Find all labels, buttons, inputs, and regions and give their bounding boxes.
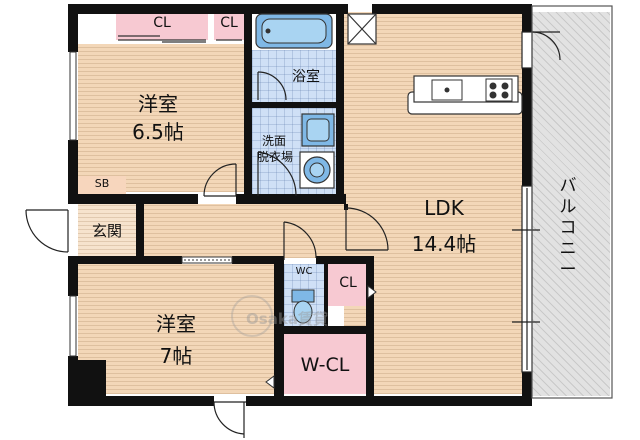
storage-x-icon (347, 13, 377, 45)
balcony (532, 12, 610, 396)
wall-hall-bottom-right (232, 256, 280, 264)
washroom-label-1: 洗面 (261, 134, 286, 148)
balcony-sliding-window (512, 185, 540, 373)
closet-3 (328, 264, 368, 306)
walk-in-closet-label: W-CL (300, 354, 350, 376)
balcony-label: バルコニー (559, 176, 577, 280)
shoe-box-label: SB (94, 177, 110, 190)
bottom-door (213, 401, 246, 438)
room2-sliding-door (181, 256, 233, 264)
wic-door (265, 375, 275, 389)
wall-hall-bottom-left (78, 256, 182, 264)
walk-in-closet (284, 334, 366, 394)
western-room-2-size: 7帖 (159, 344, 193, 368)
closet-1 (116, 12, 208, 40)
closet-3-label: CL (339, 275, 357, 291)
wall-room1-bottom (78, 194, 198, 204)
wall-bath-right (336, 4, 344, 204)
bathtub-icon (255, 13, 333, 49)
washbasin-icon (301, 113, 335, 147)
western-room-1-name: 洋室 (138, 92, 178, 116)
wall-wc-divider (284, 326, 368, 334)
entrance-floor (78, 204, 136, 258)
ldk-balcony-door (521, 31, 561, 69)
washroom-label-2: 脱衣場 (256, 150, 293, 164)
bathroom-floor (252, 50, 336, 102)
wall-hall-bottom-right-2 (316, 256, 372, 264)
wall-left-bottom (68, 356, 78, 406)
ldk-door (345, 207, 389, 251)
wall-corner-block (78, 360, 106, 400)
closet-2 (214, 12, 244, 40)
western-room-2-name: 洋室 (156, 312, 196, 336)
balcony-outline (531, 5, 613, 399)
bathroom-label: 浴室 (292, 69, 320, 85)
stove-burners-icon (485, 78, 513, 102)
left-windows (69, 51, 77, 357)
wall-right-upper (522, 4, 532, 32)
watermark-text: Osaka賃貸 (246, 310, 328, 328)
wall-wic-right (366, 256, 374, 396)
closet-2-label: CL (220, 15, 238, 31)
western-room-1-floor (78, 44, 244, 192)
shoe-box (78, 176, 126, 194)
toilet-icon (291, 289, 315, 324)
front-door (25, 209, 69, 253)
western-room-2-floor (78, 264, 274, 394)
wall-bath-divider (252, 102, 336, 108)
wall-ldk-left (344, 204, 348, 210)
washing-machine-icon (299, 151, 335, 189)
western-room-1-size: 6.5帖 (132, 120, 184, 144)
wall-top-right (372, 4, 532, 14)
closet-3-door (367, 285, 377, 299)
room1-door (203, 163, 237, 197)
wall-wc-cl-divider (324, 264, 328, 326)
wall-right-mid (522, 68, 532, 186)
wall-left-mid (68, 140, 78, 204)
wall-bottom-left (68, 396, 214, 406)
entrance-label: 玄関 (91, 222, 122, 240)
closet-1-label: CL (153, 15, 171, 31)
hallway-floor (144, 204, 344, 258)
toilet-label: WC (295, 266, 313, 277)
wall-room1-bottom-2 (236, 194, 346, 204)
wall-bottom-right (246, 396, 532, 406)
bathroom-door (257, 71, 287, 101)
wall-right-lower (522, 372, 532, 406)
watermark-logo (231, 295, 273, 337)
wall-left-lower (68, 256, 78, 296)
ldk-name: LDK (424, 196, 464, 220)
wall-top-left (68, 4, 348, 14)
wall-entrance-right (136, 204, 144, 258)
toilet-door (283, 221, 317, 260)
wall-room2-right (274, 256, 284, 396)
ldk-size: 14.4帖 (411, 232, 477, 256)
washroom-door (257, 151, 297, 197)
closet-1-doors (118, 35, 242, 43)
wall-room1-right (244, 4, 252, 204)
wall-left-upper (68, 4, 78, 52)
